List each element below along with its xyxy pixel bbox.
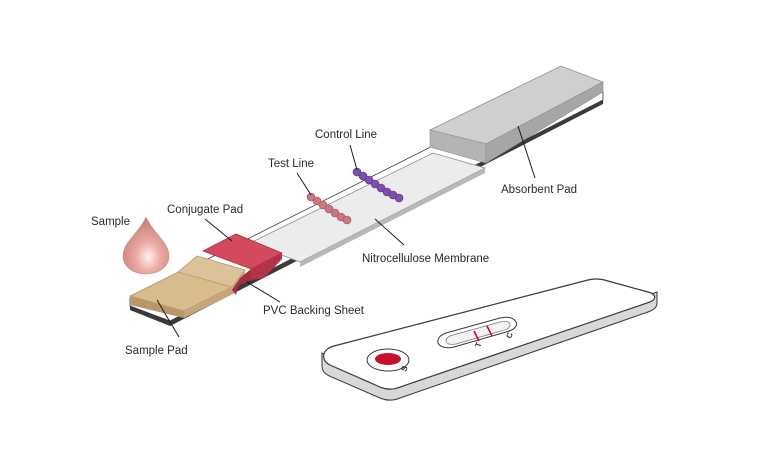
test-line-dot [324,204,334,214]
test-cassette: S T C [321,278,658,401]
test-line-dot [306,192,316,202]
cassette-c-mark: C [504,331,515,340]
label-sample-pad: Sample Pad [125,345,188,357]
cassette-control-line [486,325,493,337]
test-strip [128,65,604,326]
cassette-t-mark: T [473,341,483,349]
leader-pvc-backing-sheet [246,281,281,303]
control-line-dot [376,183,386,193]
leader-test-line [296,172,312,196]
label-pvc-backing-sheet: PVC Backing Sheet [263,305,365,317]
control-line-dot [394,193,404,203]
label-absorbent-pad: Absorbent Pad [501,184,577,196]
leader-conjugate-pad [204,218,233,242]
conjugate-pad [202,233,283,295]
cassette-test-line [473,330,480,342]
label-sample: Sample [91,216,130,228]
test-line [306,192,352,225]
control-line [352,167,404,203]
leader-control-line [349,144,358,171]
label-conjugate-pad: Conjugate Pad [167,204,243,216]
control-line-dot [352,167,362,177]
test-line-dot [312,196,322,206]
test-line-dot [318,200,328,210]
sample-pad [128,255,246,318]
membrane-front-edge [300,168,485,267]
leader-lines [156,125,536,338]
leader-absorbent-pad [517,125,536,179]
control-line-dot [370,179,380,189]
leader-nitrocellulose-membrane [374,218,405,246]
sample-drop-icon [122,216,170,275]
control-line-dot [358,171,368,181]
test-line-dot [330,208,340,218]
test-line-dot [342,215,352,225]
cassette-s-mark: S [399,364,410,373]
cassette-sample-well [366,348,410,372]
absorbent-pad [428,65,604,164]
control-line-dot [364,175,374,185]
cassette-result-window [437,316,517,349]
label-test-line: Test Line [268,158,314,170]
label-control-line: Control Line [315,129,377,141]
leader-sample-pad [156,299,180,338]
label-nitrocellulose-membrane: Nitrocellulose Membrane [362,253,489,265]
